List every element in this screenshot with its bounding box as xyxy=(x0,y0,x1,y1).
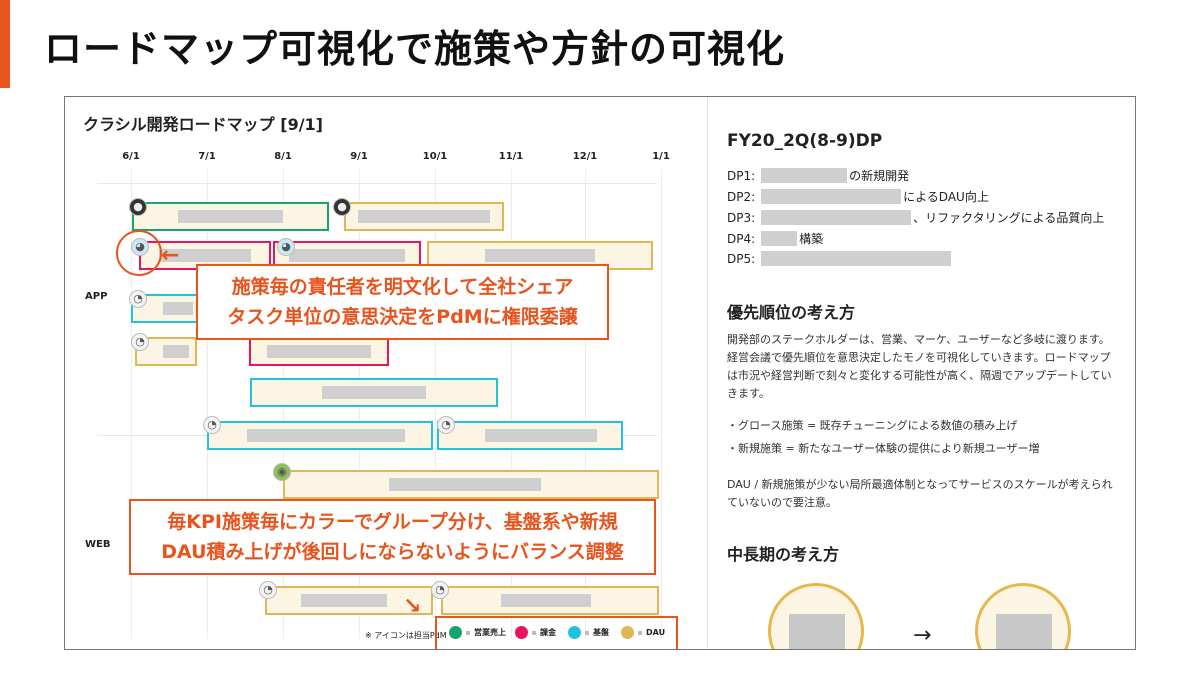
dp-heading: FY20_2Q(8-9)DP xyxy=(727,131,883,151)
roadmap-bar[interactable] xyxy=(249,337,389,366)
roadmap-bar[interactable] xyxy=(441,586,659,615)
roadmap-bar[interactable] xyxy=(207,421,433,450)
legend-item: 営業売上 xyxy=(449,626,506,639)
dp-item: DP3:、リファクタリングによる品質向上 xyxy=(727,210,1105,225)
dp-item: DP2:によるDAU向上 xyxy=(727,189,989,204)
legend-highlight xyxy=(435,616,678,649)
avatar-icon: ◔ xyxy=(431,581,449,599)
priority-text: 開発部のステークホルダーは、営業、マーケ、ユーザーなど多岐に渡ります。経営会議で… xyxy=(727,333,1112,400)
avatar-icon: ◔ xyxy=(131,333,149,351)
callout-line: DAU積み上げが後回しにならないようにバランス調整 xyxy=(161,541,624,563)
grid-line xyxy=(511,169,512,639)
avatar-icon: ◔ xyxy=(203,416,221,434)
avatar-icon: ◕ xyxy=(277,238,295,256)
legend-dot-icon xyxy=(568,626,581,639)
callout-top: 施策毎の責任者を明文化して全社シェア タスク単位の意思決定をPdMに権限委譲 xyxy=(196,264,609,340)
arrow-right-icon: → xyxy=(913,623,932,648)
roadmap-panel: クラシル開発ロードマップ [9/1] 6/1 7/1 8/1 9/1 10/1 … xyxy=(64,96,1136,650)
callout-line: タスク単位の意思決定をPdMに権限委譲 xyxy=(227,306,578,328)
avatar-icon: ● xyxy=(129,198,147,216)
avatar-icon: ● xyxy=(333,198,351,216)
highlight-circle xyxy=(116,230,162,276)
panel-divider xyxy=(707,97,708,649)
avatar-icon: ◔ xyxy=(259,581,277,599)
roadmap-title: クラシル開発ロードマップ [9/1] xyxy=(83,115,323,134)
legend-dot-icon xyxy=(449,626,462,639)
roadmap-bar[interactable] xyxy=(344,202,504,231)
callout-bottom: 毎KPI施策毎にカラーでグループ分け、基盤系や新規 DAU積み上げが後回しになら… xyxy=(129,499,656,575)
month-label: 7/1 xyxy=(198,151,216,162)
row-label-web: WEB xyxy=(85,539,111,550)
dp-item: DP4:構築 xyxy=(727,231,824,246)
roadmap-bar[interactable] xyxy=(283,470,659,499)
longterm-circle xyxy=(975,583,1071,649)
month-label: 6/1 xyxy=(122,151,140,162)
legend-item: DAU xyxy=(621,626,665,639)
avatar-icon: ◔ xyxy=(129,290,147,308)
accent-bar xyxy=(0,0,10,88)
month-label: 10/1 xyxy=(422,151,448,162)
month-label: 8/1 xyxy=(274,151,292,162)
row-separator xyxy=(97,183,657,184)
legend-item: 課金 xyxy=(515,626,556,639)
longterm-heading: 中長期の考え方 xyxy=(727,545,840,564)
legend-note: ※ アイコンは担当PdM xyxy=(365,631,447,640)
roadmap-bar[interactable] xyxy=(437,421,623,450)
month-label: 9/1 xyxy=(350,151,368,162)
avatar-icon: ◔ xyxy=(437,416,455,434)
legend-dot-icon xyxy=(515,626,528,639)
roadmap-bar[interactable] xyxy=(265,586,433,615)
callout-line: 毎KPI施策毎にカラーでグループ分け、基盤系や新規 xyxy=(167,511,618,533)
avatar-icon: ◉ xyxy=(273,463,291,481)
slide-title: ロードマップ可視化で施策や方針の可視化 xyxy=(44,27,786,71)
dp-item: DP1:の新規開発 xyxy=(727,168,910,183)
legend-dot-icon xyxy=(621,626,634,639)
roadmap-bar[interactable] xyxy=(132,202,329,231)
callout-arrow-icon: ← xyxy=(161,243,180,268)
grid-line xyxy=(585,169,586,639)
grid-line xyxy=(207,169,208,639)
dau-note: DAU / 新規施策が少ない局所最適体制となってサービスのスケールが考えられてい… xyxy=(727,478,1113,509)
month-label: 12/1 xyxy=(572,151,598,162)
callout-line: 施策毎の責任者を明文化して全社シェア xyxy=(231,276,574,298)
dp-item: DP5: xyxy=(727,251,953,266)
bullet-item: ・新規施策 = 新たなユーザー体験の提供により新規ユーザー増 xyxy=(727,442,1040,455)
grid-line xyxy=(661,169,662,639)
grid-line xyxy=(131,169,132,639)
month-label: 1/1 xyxy=(652,151,670,162)
month-label: 11/1 xyxy=(498,151,524,162)
bullet-item: ・グロース施策 = 既存チューニングによる数値の積み上げ xyxy=(727,419,1018,432)
priority-heading: 優先順位の考え方 xyxy=(727,303,856,322)
roadmap-bar[interactable] xyxy=(250,378,498,407)
longterm-circle xyxy=(768,583,864,649)
row-label-app: APP xyxy=(85,291,108,302)
legend-item: 基盤 xyxy=(568,626,609,639)
